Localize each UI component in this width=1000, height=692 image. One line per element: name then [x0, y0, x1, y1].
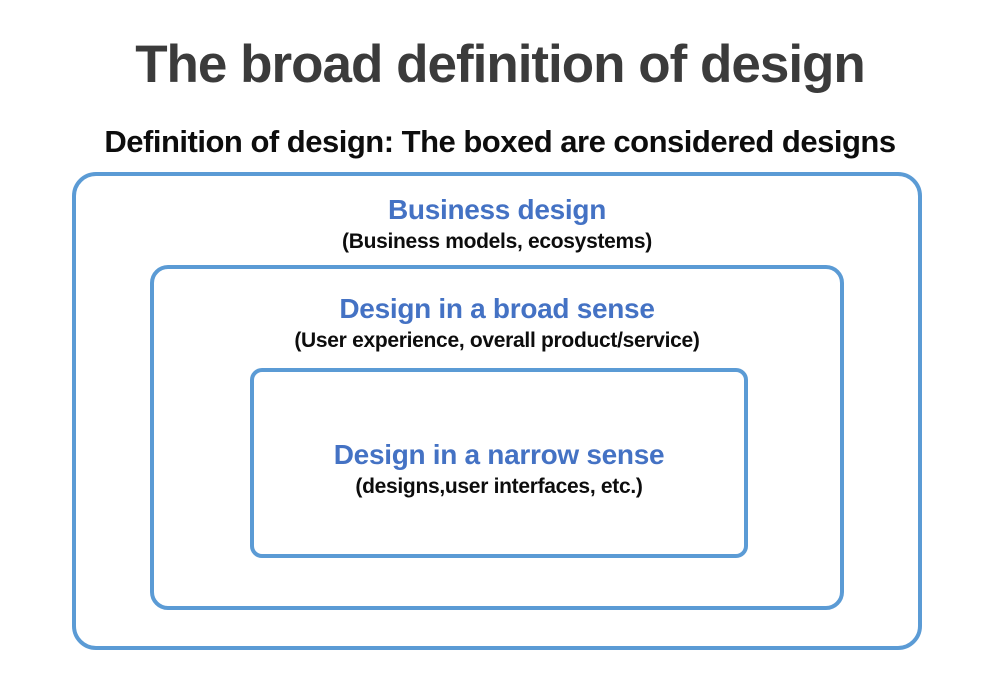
- box-design-narrow-sense: Design in a narrow sense (designs,user i…: [250, 368, 748, 558]
- box-design-broad-sense: Design in a broad sense (User experience…: [150, 265, 844, 610]
- box-business-design: Business design (Business models, ecosys…: [72, 172, 922, 650]
- design-broad-sense-label: Design in a broad sense: [339, 293, 655, 324]
- design-narrow-sense-sublabel: (designs,user interfaces, etc.): [355, 475, 643, 499]
- design-broad-sense-sublabel: (User experience, overall product/servic…: [294, 329, 700, 353]
- design-narrow-sense-labels: Design in a narrow sense (designs,user i…: [333, 439, 665, 500]
- design-broad-sense-labels: Design in a broad sense (User experience…: [154, 293, 840, 354]
- slide-title: The broad definition of design: [135, 35, 866, 94]
- business-design-labels: Business design (Business models, ecosys…: [76, 194, 918, 255]
- business-design-label: Business design: [387, 194, 606, 225]
- slide-subtitle: Definition of design: The boxed are cons…: [104, 124, 896, 159]
- business-design-sublabel: (Business models, ecosystems): [342, 230, 652, 254]
- design-narrow-sense-label: Design in a narrow sense: [333, 439, 665, 471]
